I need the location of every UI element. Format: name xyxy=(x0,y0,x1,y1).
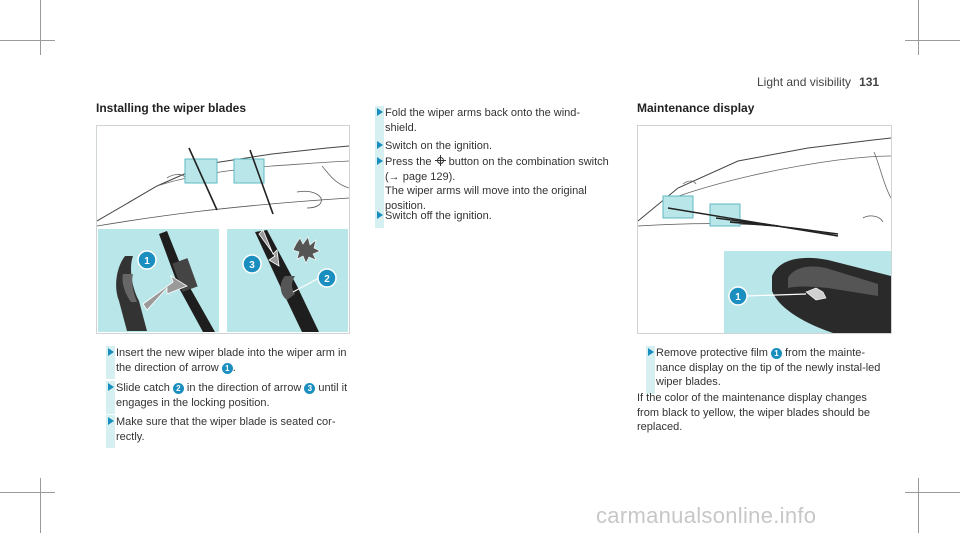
svg-text:2: 2 xyxy=(324,274,330,285)
wiper-switch-icon xyxy=(434,155,446,166)
crop-mark xyxy=(40,0,41,55)
callout-badge: 1 xyxy=(221,362,233,374)
figure-maintenance-display: 1 xyxy=(637,125,892,334)
step-check-seated: Make sure that the wiper blade is seated… xyxy=(106,415,348,448)
svg-text:1: 1 xyxy=(735,292,741,303)
svg-text:3: 3 xyxy=(249,260,255,271)
step-press-button: Press the button on the combination swit… xyxy=(375,155,610,217)
wiper-installation-illustration: 1 3 2 xyxy=(97,145,349,332)
running-header: Light and visibility 131 xyxy=(757,75,879,89)
step-arrow-icon xyxy=(377,141,383,149)
crop-mark xyxy=(0,492,55,493)
step-ignition-on: Switch on the ignition. xyxy=(375,139,610,158)
step-arrow-icon xyxy=(377,157,383,165)
step-ignition-off: Switch off the ignition. xyxy=(375,209,610,228)
crop-mark xyxy=(905,492,960,493)
step-arrow-icon xyxy=(108,348,114,356)
maintenance-display-illustration: 1 xyxy=(638,137,891,333)
figure-installing-wiper-blades: 1 3 2 xyxy=(96,125,350,334)
section-name: Light and visibility xyxy=(757,75,852,89)
page-number: 131 xyxy=(859,75,880,89)
step-arrow-icon xyxy=(108,383,114,391)
step-arrow-icon xyxy=(377,211,383,219)
callout-1 xyxy=(137,250,157,270)
callout-1 xyxy=(728,286,748,306)
crop-mark xyxy=(918,0,919,55)
crop-mark xyxy=(0,40,55,41)
step-arrow-icon xyxy=(377,108,383,116)
step-remove-film: Remove protective film 1 from the mainte… xyxy=(646,346,890,394)
step-slide-catch: Slide catch 2 in the direction of arrow … xyxy=(106,381,348,414)
step-arrow-icon xyxy=(108,417,114,425)
crop-mark xyxy=(918,478,919,533)
callout-badge: 2 xyxy=(172,383,184,394)
callout-badge: 3 xyxy=(304,383,316,394)
section-title-maintenance: Maintenance display xyxy=(637,101,755,115)
step-insert-blade: Insert the new wiper blade into the wipe… xyxy=(106,346,348,379)
step-arrow-icon xyxy=(648,348,654,356)
crop-mark xyxy=(905,40,960,41)
step-fold-arms: Fold the wiper arms back onto the wind-s… xyxy=(375,106,610,139)
watermark: carmanualsonline.info xyxy=(596,503,817,528)
svg-text:1: 1 xyxy=(144,256,150,267)
maintenance-note: If the color of the maintenance display … xyxy=(637,392,870,433)
callout-3 xyxy=(242,254,262,274)
section-title-installing: Installing the wiper blades xyxy=(96,101,247,115)
crop-mark xyxy=(40,478,41,533)
callout-2 xyxy=(317,268,337,288)
callout-badge: 1 xyxy=(770,348,782,359)
